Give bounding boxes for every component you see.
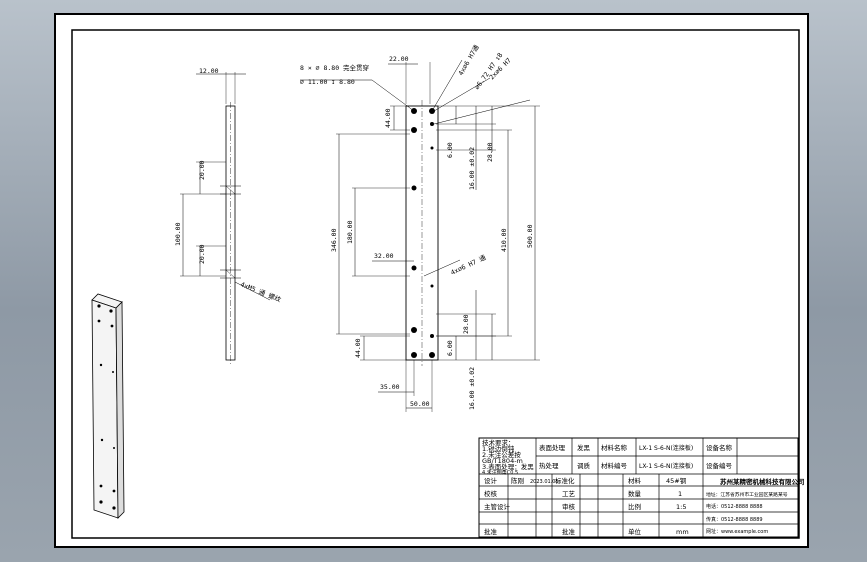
tech-note-4: 3.表面处理：发黑 bbox=[482, 462, 534, 471]
scale-label: 比例 bbox=[628, 502, 641, 511]
dim-500: 500.00 bbox=[526, 224, 534, 248]
company-tel: 电话：0512-8888 8888 bbox=[706, 503, 763, 510]
dim-32: 32.00 bbox=[374, 252, 394, 260]
surface-treatment-value: 发黑 bbox=[577, 443, 591, 452]
tech-note-0: 技术要求： bbox=[482, 438, 515, 447]
dim-35: 35.00 bbox=[380, 383, 400, 391]
dim-180: 180.00 bbox=[346, 220, 354, 244]
dim-top-width: 22.00 bbox=[389, 55, 409, 63]
dim-top-44: 44.00 bbox=[384, 108, 392, 128]
dim-side-20-b: 20.00 bbox=[198, 244, 206, 264]
drawing-sheet-border bbox=[54, 13, 809, 548]
heat-treatment-value: 调质 bbox=[577, 461, 591, 470]
company-fax: 传真：0512-8888 8889 bbox=[706, 516, 763, 523]
title-block bbox=[478, 437, 799, 538]
main-designer-label: 主管设计 bbox=[484, 502, 511, 511]
unit-value: mm bbox=[676, 528, 689, 536]
tech-note-2: 2.未注公差按 bbox=[482, 450, 521, 459]
side-hole-note: 4xM5 通 螺纹 bbox=[239, 280, 283, 305]
company-address: 地址：江苏省苏州市工业园区某路某号 bbox=[706, 491, 788, 498]
material-name-label: 材料名称 bbox=[601, 443, 628, 452]
designer-label: 设计 bbox=[484, 476, 498, 485]
quantity-label: 数量 bbox=[628, 489, 642, 498]
dim-thickness: 12.00 bbox=[199, 67, 219, 75]
approve-label-2: 批准 bbox=[562, 527, 576, 536]
company-web: 网址：www.example.com bbox=[706, 528, 768, 535]
dim-bottom-6: 6.00 bbox=[446, 340, 454, 356]
dim-side-100: 100.00 bbox=[174, 222, 182, 246]
title-block-notes: 技术要求： 1.锐边倒钝 2.未注公差按 GB/T1804-m 3.表面处理：发… bbox=[482, 438, 534, 476]
dim-bottom-44: 44.00 bbox=[354, 338, 362, 358]
standardization-label: 标准化 bbox=[555, 476, 575, 485]
dim-bottom-16: 16.00 ±0.02 bbox=[468, 367, 476, 410]
checker-label: 校核 bbox=[484, 489, 498, 498]
material-grade-value: 45#钢 bbox=[666, 477, 687, 485]
dim-side-20-a: 20.00 bbox=[198, 160, 206, 180]
side-view-plate bbox=[225, 105, 236, 361]
dim-top-6: 6.00 bbox=[446, 142, 454, 158]
material-name-value: LX-1 S-6-N(连接板) bbox=[639, 444, 693, 452]
isometric-view bbox=[91, 293, 125, 519]
company-name: 苏州某精密机械科技有限公司 bbox=[720, 477, 805, 486]
part-no-value: LX-1 S-6-N(连接板) bbox=[639, 462, 693, 470]
design-date: 2023.01.05 bbox=[530, 479, 559, 485]
approve-label: 批准 bbox=[484, 527, 498, 536]
countersink-note-2: ⌀ 11.00 ↧ 8.80 bbox=[300, 78, 355, 86]
front-view bbox=[300, 59, 540, 412]
dim-bottom-28: 28.00 bbox=[462, 314, 470, 334]
tech-note-1: 1.锐边倒钝 bbox=[482, 444, 515, 453]
mid-hole-note: 4x⌀6 H7 通 bbox=[449, 252, 488, 276]
designer-name: 陈刚 bbox=[511, 476, 524, 485]
countersink-note-1: 8 × ⌀ 8.80 完全贯穿 bbox=[300, 63, 369, 72]
front-holes bbox=[411, 108, 435, 358]
scale-value: 1:5 bbox=[676, 503, 686, 511]
dim-50: 50.00 bbox=[410, 400, 430, 408]
side-view bbox=[180, 72, 271, 364]
equipment-name-label: 设备名称 bbox=[706, 443, 733, 452]
dim-346: 346.00 bbox=[330, 228, 338, 252]
unit-label: 单位 bbox=[628, 527, 642, 536]
heat-treatment-label: 热处理 bbox=[539, 461, 559, 470]
surface-treatment-label: 表面处理 bbox=[539, 443, 566, 452]
dim-410: 410.00 bbox=[500, 228, 508, 252]
material-grade-label: 材料 bbox=[628, 476, 642, 485]
equipment-no-label: 设备编号 bbox=[706, 461, 733, 470]
approver-label: 审核 bbox=[562, 502, 576, 511]
dim-top-16: 16.00 ±0.02 bbox=[468, 147, 476, 190]
tech-note-3: GB/T1804-m bbox=[482, 457, 523, 465]
process-label: 工艺 bbox=[562, 490, 576, 498]
part-no-label: 材料编号 bbox=[601, 461, 628, 470]
dim-top-28: 28.00 bbox=[486, 142, 494, 162]
tech-note-5: 4.未注倒角C0.5 bbox=[482, 469, 518, 476]
top-callout-1: 4x⌀6 H7通 bbox=[456, 43, 481, 77]
quantity-value: 1 bbox=[678, 490, 682, 498]
inner-frame bbox=[71, 29, 800, 539]
